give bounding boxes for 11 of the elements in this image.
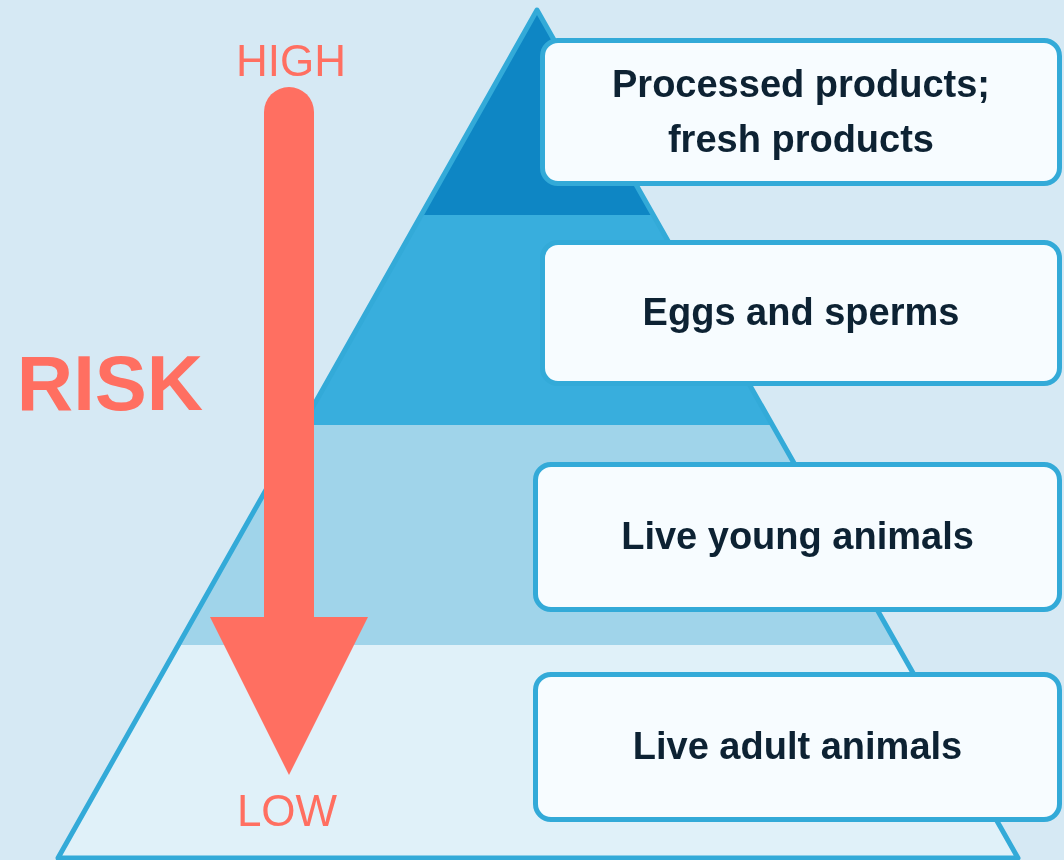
box-text: Live young animals — [621, 514, 974, 560]
label-box — [540, 38, 1062, 186]
label-box — [533, 672, 1062, 822]
label-box — [540, 240, 1062, 386]
axis-title: RISK — [16, 338, 204, 429]
box-text: Eggs and sperms — [642, 290, 960, 336]
scale-label: LOW — [236, 786, 338, 836]
box-text: Live adult animals — [632, 724, 963, 770]
scale-label: HIGH — [236, 36, 346, 86]
label-box — [533, 462, 1062, 612]
box-text: Processed products; fresh products — [611, 61, 991, 162]
